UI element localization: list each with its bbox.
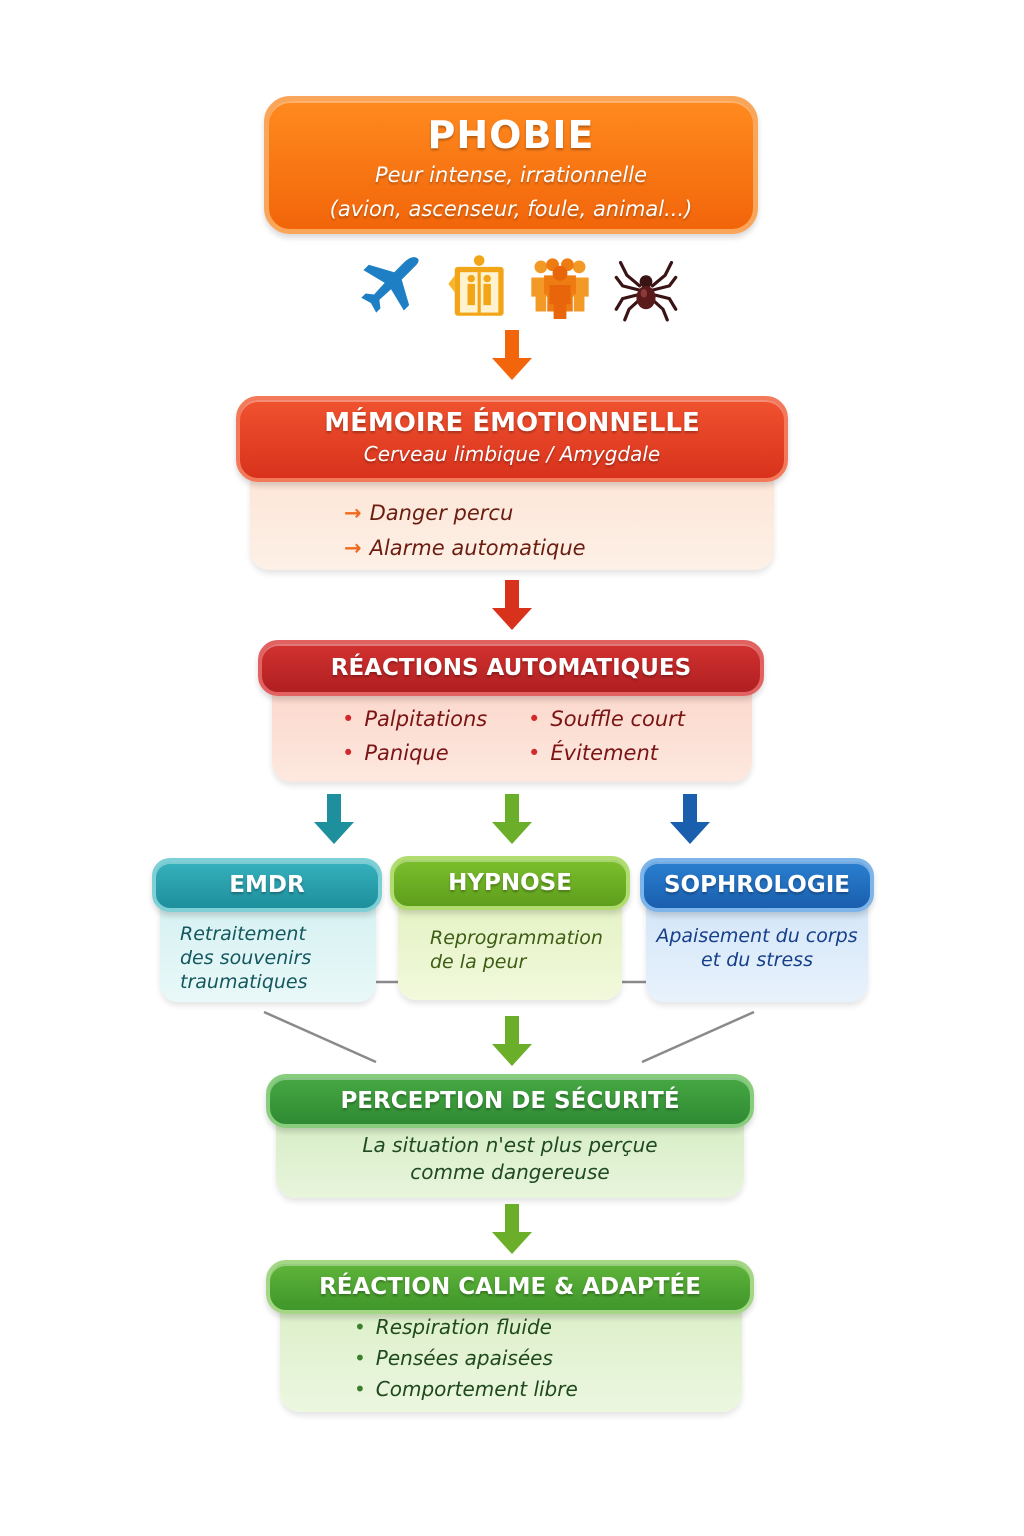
securite-line1: La situation n'est plus perçue — [362, 1133, 658, 1157]
arrow-right-icon: → — [344, 501, 362, 525]
calme-item: •Comportement libre — [354, 1377, 578, 1401]
phobie-title: PHOBIE — [427, 113, 595, 157]
emdr-details: Retraitement des souvenirs traumatiques — [160, 904, 376, 1002]
securite-title: PERCEPTION DE SÉCURITÉ — [340, 1088, 680, 1114]
sophrologie-header: SOPHROLOGIE — [640, 858, 874, 912]
emdr-line: Retraitement — [180, 923, 306, 945]
hypnose-title: HYPNOSE — [448, 870, 572, 896]
airplane-icon — [361, 257, 419, 313]
memoire-title: MÉMOIRE ÉMOTIONNELLE — [324, 408, 700, 438]
arrow-down-icon — [492, 1016, 532, 1066]
calme-details: •Respiration fluide •Pensées apaisées •C… — [280, 1306, 742, 1412]
memoire-item: →Danger percu — [344, 501, 514, 525]
hypnose-line: Reprogrammation — [430, 927, 603, 949]
memoire-subtitle: Cerveau limbique / Amygdale — [363, 442, 661, 466]
sophrologie-line: et du stress — [701, 949, 813, 971]
memoire-header: MÉMOIRE ÉMOTIONNELLE Cerveau limbique / … — [236, 396, 788, 482]
emdr-title: EMDR — [229, 872, 305, 898]
arrow-down-icon — [492, 330, 532, 380]
arrow-down-icon — [492, 794, 532, 844]
reaction-item: •Palpitations — [342, 707, 488, 731]
arrow-down-icon — [670, 794, 710, 844]
elevator-icon — [448, 255, 504, 316]
reactions-header: RÉACTIONS AUTOMATIQUES — [258, 640, 764, 696]
sophrologie-details: Apaisement du corps et du stress — [646, 904, 868, 1002]
reactions-title: RÉACTIONS AUTOMATIQUES — [330, 655, 692, 681]
calme-header: RÉACTION CALME & ADAPTÉE — [266, 1260, 754, 1314]
phobie-box: PHOBIE Peur intense, irrationnelle (avio… — [264, 96, 758, 234]
memoire-item: →Alarme automatique — [344, 536, 586, 560]
sophrologie-line: Apaisement du corps — [656, 925, 858, 947]
calme-title: RÉACTION CALME & ADAPTÉE — [319, 1274, 701, 1300]
hypnose-header: HYPNOSE — [390, 856, 630, 910]
reaction-item: •Souffle court — [528, 707, 686, 731]
emdr-header: EMDR — [152, 858, 382, 912]
memoire-details: →Danger percu →Alarme automatique — [250, 478, 774, 570]
arrow-right-icon: → — [344, 536, 362, 560]
reactions-details: •Palpitations •Panique •Souffle court •É… — [272, 690, 752, 782]
securite-header: PERCEPTION DE SÉCURITÉ — [266, 1074, 754, 1128]
spider-icon — [614, 260, 678, 322]
arrow-down-icon — [314, 794, 354, 844]
crowd-icon — [531, 258, 589, 319]
arrow-down-icon — [492, 1204, 532, 1254]
calme-item: •Pensées apaisées — [354, 1346, 553, 1370]
emdr-line: traumatiques — [180, 971, 308, 993]
reaction-item: •Évitement — [528, 741, 658, 765]
emdr-line: des souvenirs — [180, 947, 312, 969]
securite-details: La situation n'est plus perçue comme dan… — [276, 1120, 744, 1198]
phobie-subtitle-line2: (avion, ascenseur, foule, animal...) — [329, 197, 693, 221]
securite-line2: comme dangereuse — [410, 1160, 610, 1184]
hypnose-details: Reprogrammation de la peur — [398, 902, 622, 1000]
phobie-subtitle-line1: Peur intense, irrationnelle — [374, 163, 648, 187]
hypnose-line: de la peur — [430, 951, 527, 973]
calme-item: •Respiration fluide — [354, 1315, 552, 1339]
arrow-down-icon — [492, 580, 532, 630]
sophrologie-title: SOPHROLOGIE — [663, 872, 851, 898]
reaction-item: •Panique — [342, 741, 449, 765]
